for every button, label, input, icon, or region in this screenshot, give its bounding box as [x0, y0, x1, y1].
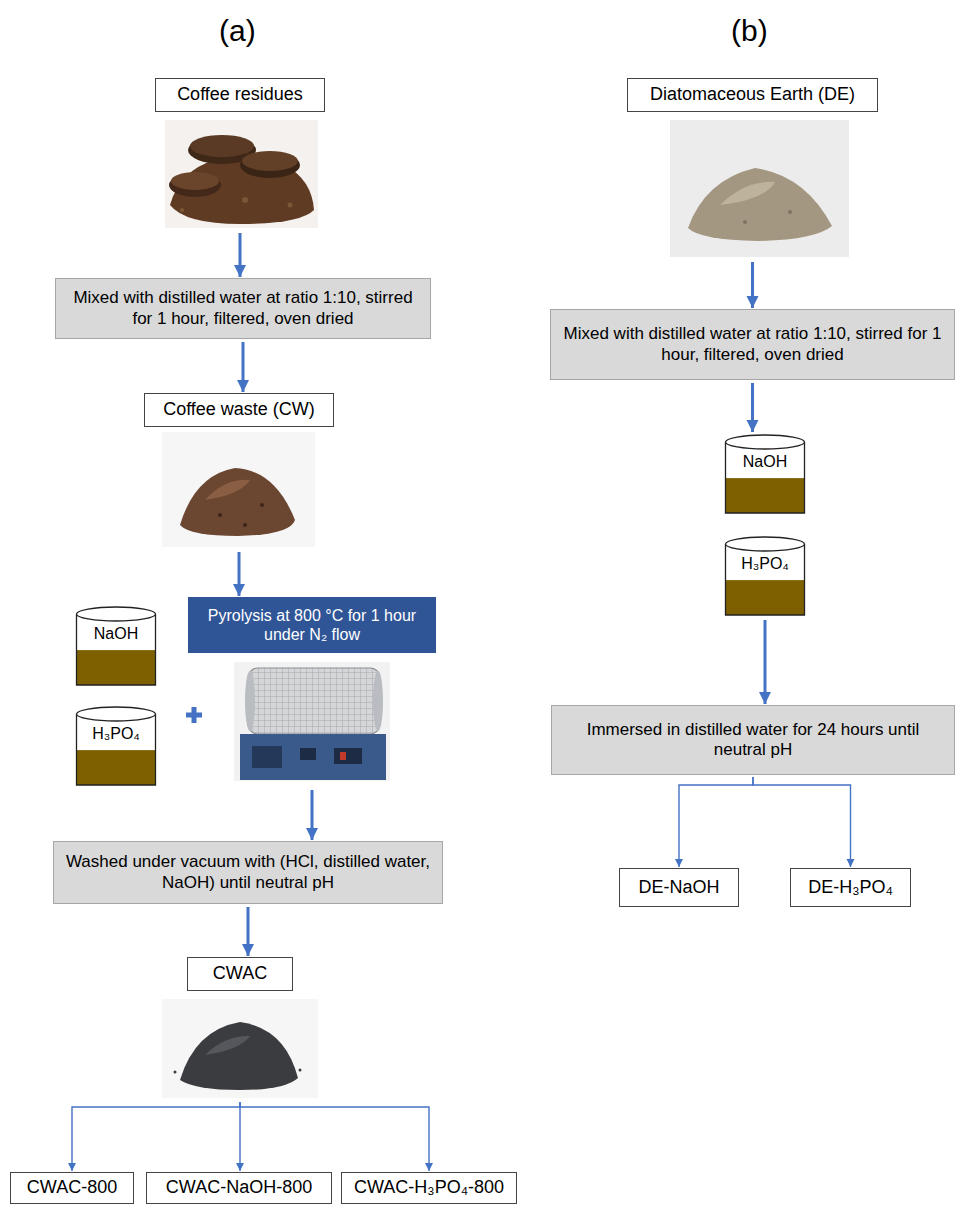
label-box: Coffee waste (CW) [144, 393, 334, 427]
product-box: CWAC-H₃PO₄-800 [341, 1172, 517, 1204]
node-text: H₃PO₄ [741, 555, 789, 573]
beaker-rim [726, 435, 805, 449]
beaker-outline [75, 605, 157, 687]
flow-arrow [239, 1103, 240, 1171]
tube-furnace [234, 662, 390, 781]
flow-arrow [753, 777, 851, 867]
panel-label: (a) [219, 14, 256, 48]
node-text: Washed under vacuum with (HCl, distilled… [62, 852, 434, 893]
node-text: Coffee waste (CW) [163, 399, 315, 421]
beaker-label: H₃PO₄ [75, 720, 157, 748]
process-box: Mixed with distilled water at ratio 1:10… [550, 309, 955, 380]
beaker-wall [726, 544, 805, 615]
beaker-rim [77, 707, 156, 721]
beaker-wall [77, 614, 156, 685]
beaker-liquid [77, 750, 156, 785]
flow-arrow [247, 907, 250, 956]
beaker-outline [724, 433, 806, 515]
beaker-rim [726, 537, 805, 551]
product-box: CWAC-800 [10, 1172, 134, 1204]
product-box: CWAC-NaOH-800 [146, 1172, 332, 1204]
material-box: CWAC [162, 957, 318, 1100]
label-box: Coffee residues [155, 78, 325, 112]
node-text: CWAC-NaOH-800 [166, 1177, 312, 1199]
node-text: H₃PO₄ [92, 725, 140, 743]
reagent-beaker: H₃PO₄ [724, 535, 806, 617]
node-text: CWAC-800 [27, 1177, 117, 1199]
cwac-photo [162, 999, 318, 1098]
node-text: CWAC [213, 963, 267, 985]
label-box: Diatomaceous Earth (DE) [627, 78, 878, 112]
beaker-label: NaOH [75, 620, 157, 648]
beaker-liquid [726, 580, 805, 615]
beaker-wall [726, 442, 805, 513]
label-box: Pyrolysis at 800 °C for 1 hour under N₂ … [188, 597, 436, 653]
node-text: NaOH [743, 453, 787, 471]
process-box: Washed under vacuum with (HCl, distilled… [53, 841, 443, 904]
flow-arrow [751, 383, 754, 432]
coffee-waste-photo [162, 432, 315, 547]
flow-arrow [679, 777, 753, 867]
flow-arrow [311, 790, 314, 840]
flow-arrow [242, 342, 245, 392]
node-text: Mixed with distilled water at ratio 1:10… [64, 288, 422, 329]
coffee-residues-photo [165, 120, 318, 228]
material-box: Coffee waste (CW) [144, 393, 334, 549]
panel-label: (b) [731, 14, 768, 48]
reagent-beaker: H₃PO₄ [75, 705, 157, 787]
material-box: Diatomaceous Earth (DE) [627, 78, 878, 259]
flow-arrow [239, 233, 242, 277]
beaker-liquid [77, 650, 156, 685]
beaker-liquid [726, 478, 805, 513]
beaker-label: H₃PO₄ [724, 550, 806, 578]
flow-arrow [751, 262, 754, 308]
flow-arrow [72, 1102, 240, 1171]
reagent-beaker: NaOH [75, 605, 157, 687]
material-box: Coffee residues [150, 78, 330, 230]
beaker-outline [75, 705, 157, 787]
beaker-wall [77, 714, 156, 785]
flow-arrow [240, 1102, 429, 1171]
beaker-label: NaOH [724, 448, 806, 476]
node-text: Immersed in distilled water for 24 hours… [560, 720, 946, 761]
reagent-beaker: NaOH [724, 433, 806, 515]
node-text: DE-H₃PO₄ [808, 877, 893, 899]
pyrolysis-box: Pyrolysis at 800 °C for 1 hour under N₂ … [188, 597, 436, 787]
flow-arrow [764, 620, 767, 704]
diatomaceous-earth-photo [670, 120, 849, 257]
process-box: Immersed in distilled water for 24 hours… [551, 705, 955, 775]
process-box: Mixed with distilled water at ratio 1:10… [55, 278, 431, 339]
node-text: Diatomaceous Earth (DE) [650, 84, 855, 106]
node-text: Mixed with distilled water at ratio 1:10… [559, 324, 946, 365]
node-text: CWAC-H₃PO₄-800 [354, 1177, 504, 1199]
product-box: DE-NaOH [619, 868, 739, 907]
flow-arrow [238, 552, 241, 596]
node-text: NaOH [94, 625, 138, 643]
label-box: CWAC [187, 957, 293, 991]
product-box: DE-H₃PO₄ [790, 868, 911, 907]
node-text: DE-NaOH [638, 877, 719, 899]
plus-sign [186, 707, 202, 723]
beaker-outline [724, 535, 806, 617]
node-text: Coffee residues [177, 84, 303, 106]
beaker-rim [77, 607, 156, 621]
node-text: Pyrolysis at 800 °C for 1 hour under N₂ … [197, 606, 427, 644]
